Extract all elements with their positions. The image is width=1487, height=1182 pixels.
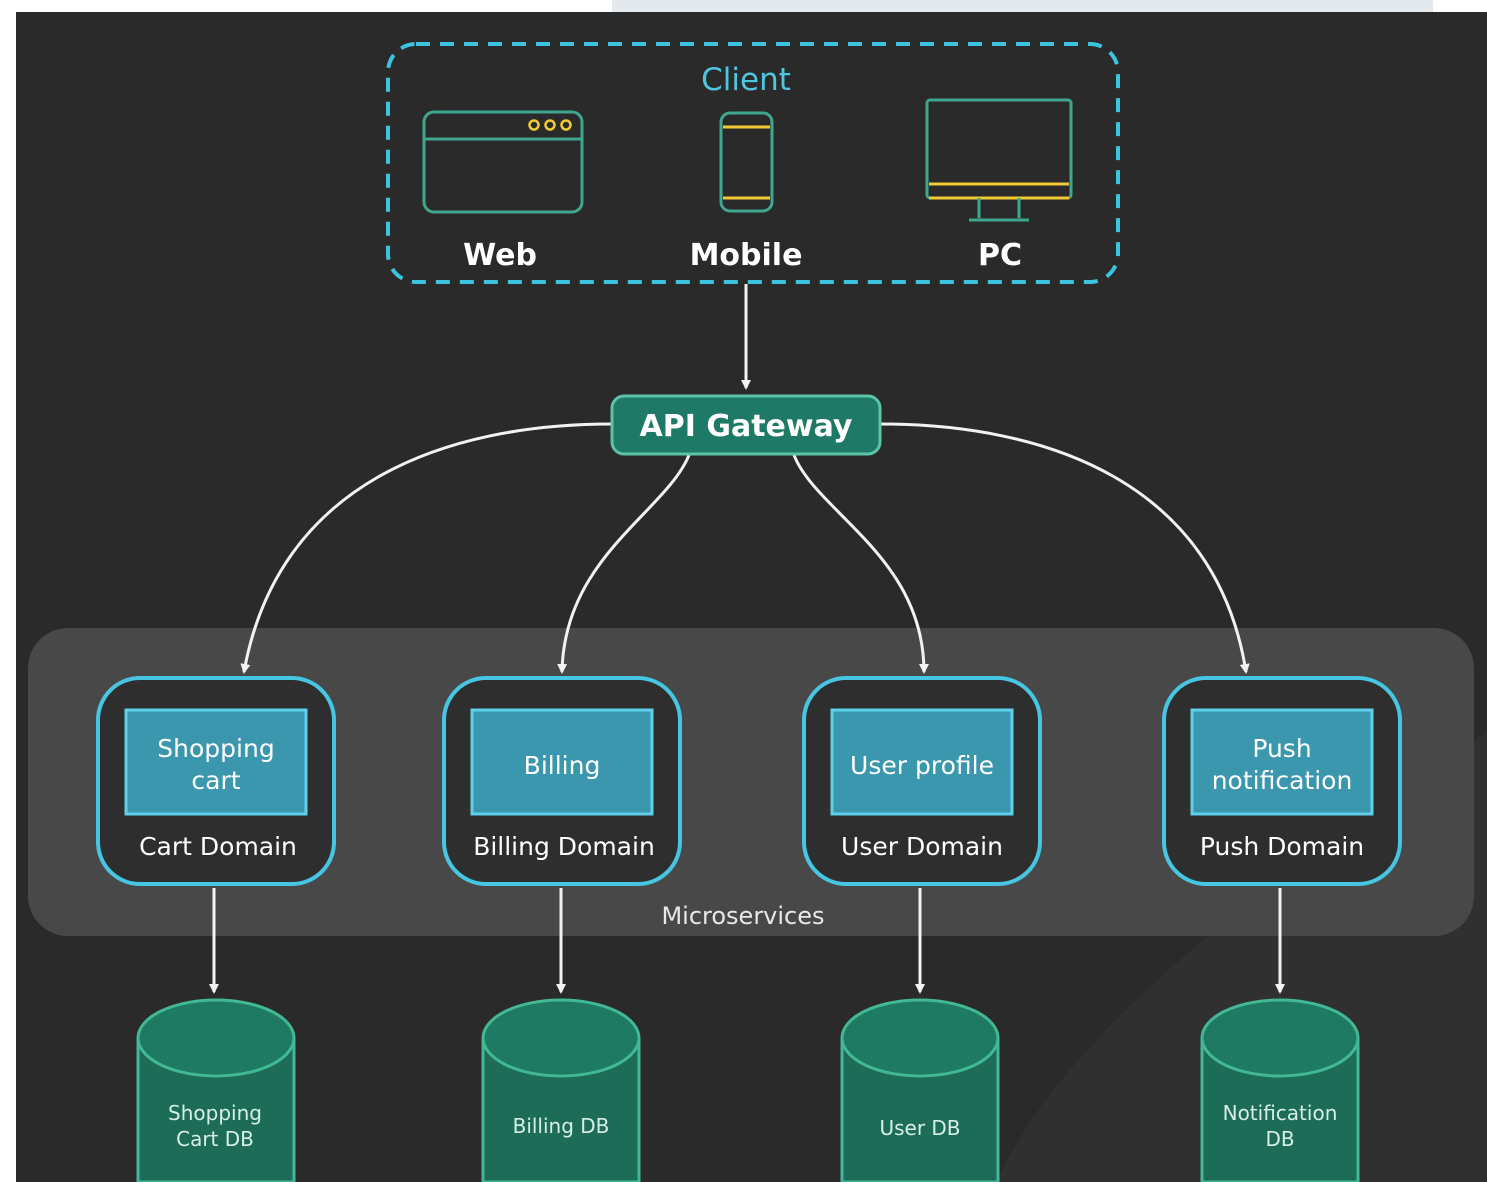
- db-label-line: Notification: [1223, 1101, 1338, 1125]
- db-label-line: DB: [1265, 1127, 1294, 1151]
- api-gateway-label: API Gateway: [640, 409, 853, 444]
- client-boundary: [386, 42, 1120, 284]
- db-label-line: Billing DB: [513, 1114, 610, 1138]
- client-group: Client Web Mobile PC: [386, 42, 1120, 284]
- domain-label: Billing Domain: [473, 832, 655, 861]
- device-label-pc: PC: [978, 238, 1022, 273]
- service-name-line: Billing: [524, 751, 601, 780]
- domain-label: Push Domain: [1200, 832, 1364, 861]
- db-label-line: User DB: [879, 1116, 960, 1140]
- service-user-domain: User profile User Domain: [802, 676, 1042, 886]
- service-name-line: notification: [1212, 766, 1353, 795]
- service-name-line: cart: [191, 766, 240, 795]
- database-user: User DB: [840, 998, 1000, 1182]
- microservices-panel: [28, 628, 1474, 936]
- service-billing-domain: Billing Billing Domain: [442, 676, 682, 886]
- architecture-diagram: Client Web Mobile PC Mi: [16, 12, 1487, 1182]
- gateway-to-billing-arrow: [557, 454, 691, 674]
- device-label-mobile: Mobile: [690, 238, 803, 273]
- domain-label: Cart Domain: [139, 832, 297, 861]
- service-cart-domain: Shopping cart Cart Domain: [96, 676, 336, 886]
- top-strip: [612, 0, 1433, 12]
- service-name-line: User profile: [850, 751, 994, 780]
- domain-label: User Domain: [841, 832, 1003, 861]
- database-billing: Billing DB: [481, 998, 641, 1182]
- service-name-line: Push: [1252, 734, 1311, 763]
- browser-window-icon: [422, 110, 584, 214]
- gateway-to-push-arrow: [879, 422, 1250, 674]
- database-shopping-cart: Shopping Cart DB: [136, 998, 296, 1182]
- service-name-line: Shopping: [157, 734, 274, 763]
- desktop-monitor-icon: [925, 98, 1073, 222]
- db-label-line: Cart DB: [176, 1127, 254, 1151]
- database-notification: Notification DB: [1200, 998, 1360, 1182]
- microservices-label: Microservices: [661, 902, 824, 930]
- mobile-phone-icon: [719, 111, 774, 213]
- client-title: Client: [701, 62, 791, 98]
- db-label-line: Shopping: [168, 1101, 262, 1125]
- api-gateway-node: API Gateway: [610, 394, 882, 456]
- service-push-domain: Push notification Push Domain: [1162, 676, 1402, 886]
- gateway-to-cart-arrow: [240, 422, 613, 674]
- device-label-web: Web: [463, 238, 537, 273]
- gateway-to-user-arrow: [792, 454, 929, 674]
